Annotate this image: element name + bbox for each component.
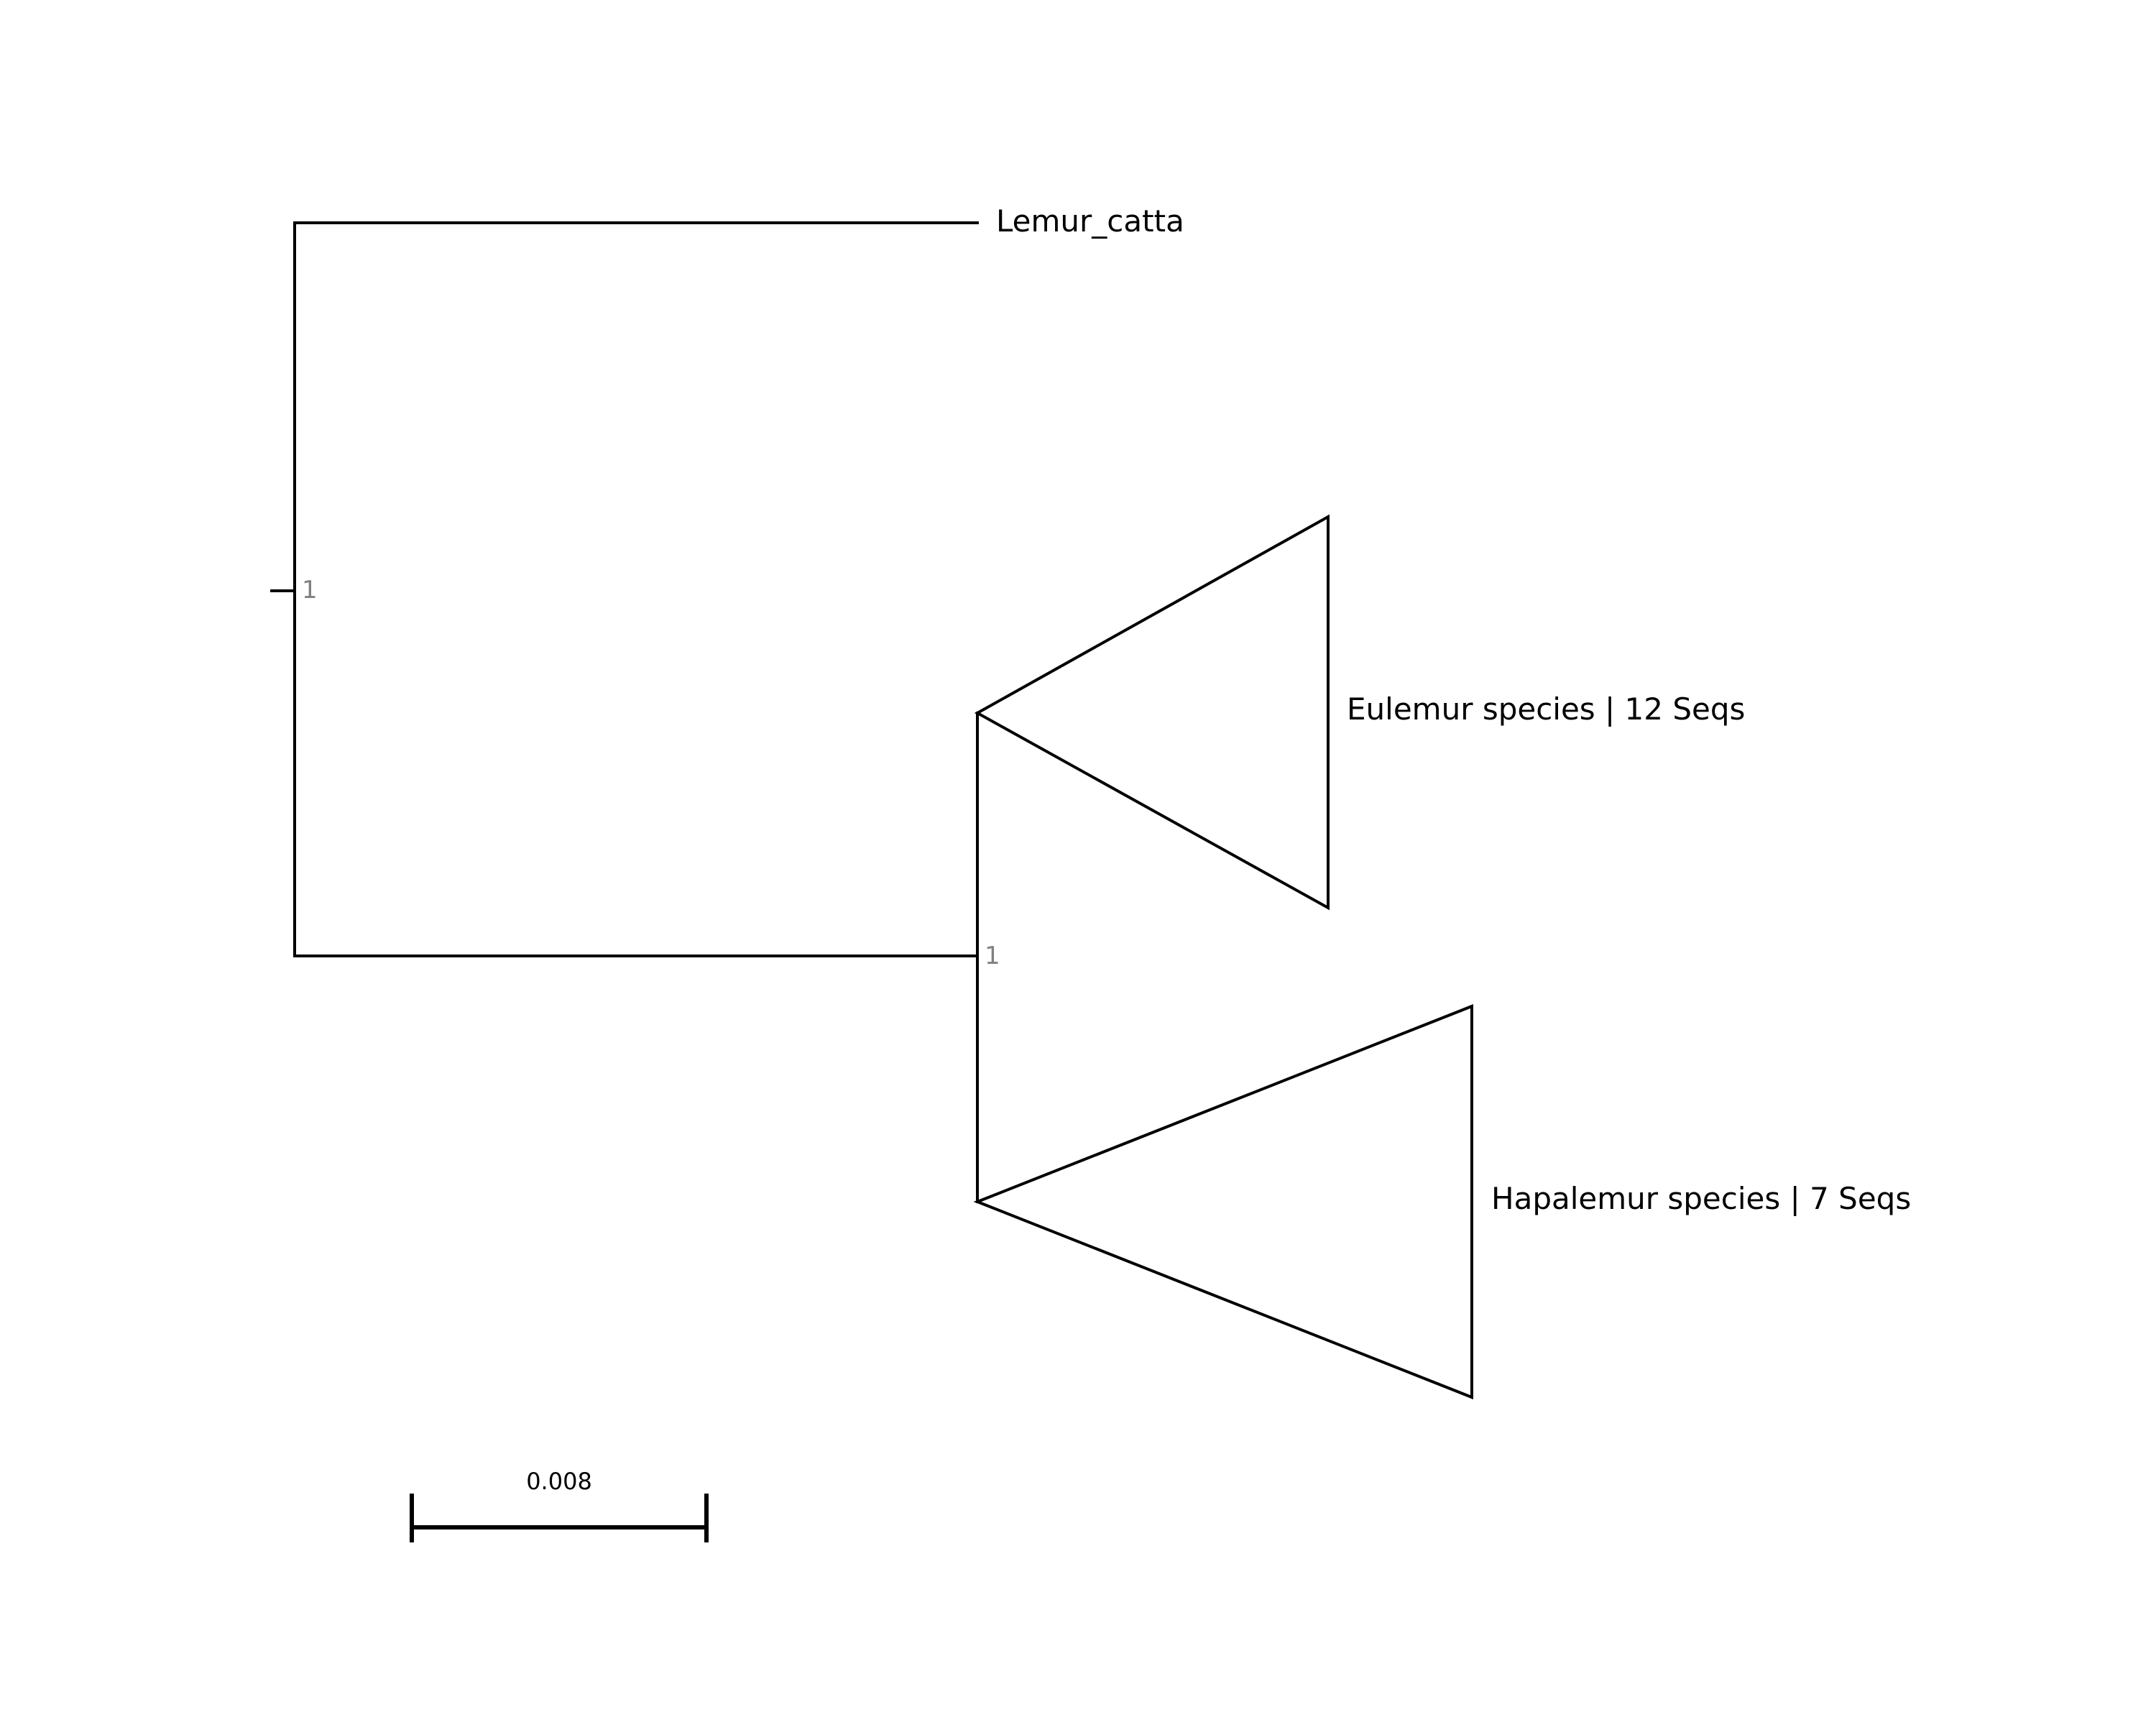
inner-support-value: 1 [985,942,1000,970]
hapalemur-clade-triangle [973,1004,1473,1399]
root-support-value: 1 [302,576,318,604]
scale-bar: 0.008 [410,1468,709,1542]
tip-label-hapalemur: Hapalemur species | 7 Seqs [1491,1181,1911,1216]
tip-label-lemur-catta: Lemur_catta [996,203,1184,239]
eulemur-clade-triangle [974,514,1330,911]
scale-bar-label: 0.008 [526,1468,592,1495]
tip-label-eulemur: Eulemur species | 12 Seqs [1347,691,1745,727]
